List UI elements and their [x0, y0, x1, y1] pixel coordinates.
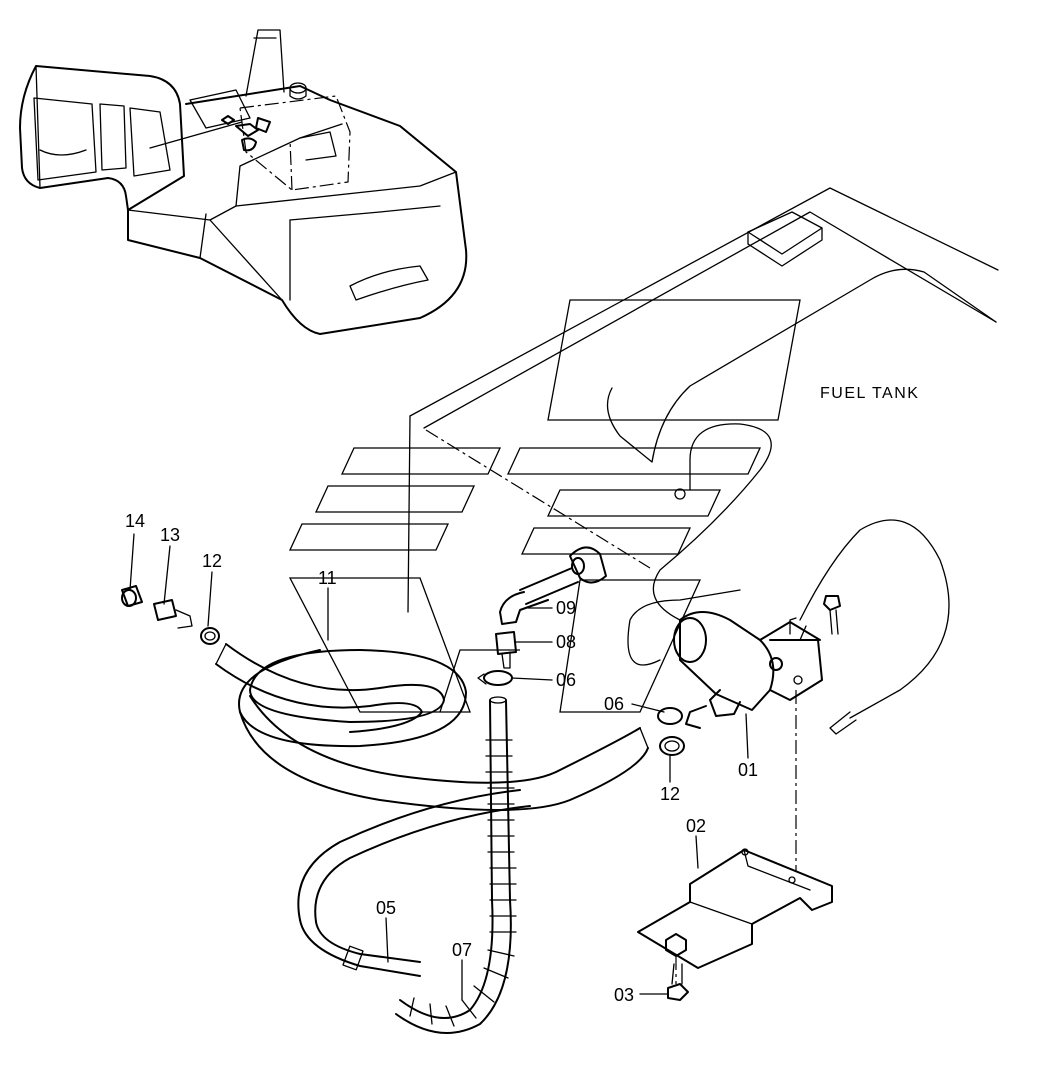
part-label-06-center: 06 [556, 670, 576, 690]
part-label-14: 14 [125, 511, 145, 531]
bolt-03 [665, 933, 689, 1001]
fittings-06-08-09 [477, 546, 607, 686]
excavator-overview-illustration [19, 29, 468, 335]
part-label-07: 07 [452, 940, 472, 960]
fuel-pump-01 [627, 423, 950, 756]
part-label-12-left: 12 [202, 551, 222, 571]
spiral-guard-07 [395, 696, 517, 1034]
part-label-01: 01 [738, 760, 758, 780]
fittings-12-13-14 [121, 585, 220, 645]
fuel-tank-outline [407, 187, 999, 613]
part-label-13: 13 [160, 525, 180, 545]
leader-lines [129, 533, 749, 1001]
part-label-12-right: 12 [660, 784, 680, 804]
fuel-tank-label: FUEL TANK [820, 385, 919, 402]
part-label-06-right: 06 [604, 694, 624, 714]
bracket-02 [637, 690, 833, 969]
watermark-logo [288, 299, 801, 713]
part-label-08: 08 [556, 632, 576, 652]
suction-hose-11 [215, 643, 649, 977]
part-label-05: 05 [376, 898, 396, 918]
part-label-02: 02 [686, 816, 706, 836]
part-label-11: 11 [318, 568, 337, 588]
part-label-03: 03 [614, 985, 634, 1005]
part-label-09: 09 [556, 598, 576, 618]
